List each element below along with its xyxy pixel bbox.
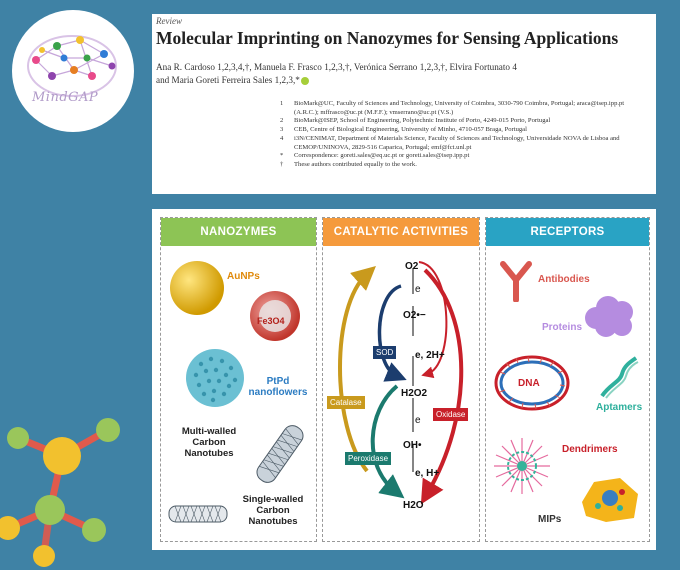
authors-line-1: Ana R. Cardoso 1,2,3,4,†, Manuela F. Fra…: [156, 62, 517, 72]
ptpd-label: PtPd nanoflowers: [248, 376, 308, 398]
oxidase-arrow: [420, 268, 464, 505]
correspondence: *Correspondence: goreti.sales@eq.uc.pt o…: [280, 152, 470, 160]
paper-title: Molecular Imprinting on Nanozymes for Se…: [156, 28, 619, 48]
brain-network-icon: [27, 35, 117, 97]
catalase-arrow: [338, 266, 376, 473]
dendrimer-icon: [494, 438, 550, 494]
electron-proton-label: e, H+: [415, 468, 440, 479]
receptors-column: RECEPTORS Antibodies Proteins: [485, 217, 650, 542]
single-walled-nanotube-icon: [168, 505, 228, 523]
sod-badge: SOD: [373, 346, 397, 359]
aptamers-label: Aptamers: [596, 402, 643, 413]
fe3o4-label: Fe3O4: [257, 316, 285, 326]
superoxide-label: O2•−: [403, 310, 426, 321]
molecule-decoration-icon: [0, 418, 120, 567]
antibody-icon: [500, 261, 532, 302]
mip-icon: [582, 478, 638, 522]
catalytic-activities-header: CATALYTIC ACTIVITIES: [323, 218, 479, 246]
ptpd-nanoflower-icon: [186, 349, 244, 407]
nanozymes-column: NANOZYMES AuNPs Fe3O4 PtPd nanoflowers M…: [160, 217, 317, 542]
logo-text: MindGAP: [32, 90, 99, 105]
dna-label: DNA: [518, 378, 540, 389]
h2o2-label: H2O2: [401, 388, 428, 399]
multi-walled-nanotube-icon: [256, 425, 304, 483]
nanozymes-header: NANOZYMES: [161, 218, 316, 246]
oxidase-badge: Oxidase: [433, 408, 469, 421]
h2o-label: H2O: [403, 500, 424, 511]
mips-label: MIPs: [538, 514, 562, 525]
electron-label: e: [415, 284, 421, 295]
proteins-label: Proteins: [542, 322, 583, 333]
antibodies-label: Antibodies: [538, 274, 590, 285]
dendrimers-label: Dendrimers: [562, 444, 618, 455]
hydroxyl-radical-label: OH•: [403, 440, 422, 451]
iron-oxide-nanoparticle-icon: [250, 291, 300, 341]
receptors-header: RECEPTORS: [486, 218, 649, 246]
author-list: Ana R. Cardoso 1,2,3,4,†, Manuela F. Fra…: [156, 61, 517, 87]
electron-proton-label: e, 2H+: [415, 350, 445, 361]
protein-icon: [585, 296, 633, 337]
graphical-abstract: NANOZYMES AuNPs Fe3O4 PtPd nanoflowers M…: [152, 209, 656, 550]
catalase-badge: Catalase: [327, 396, 365, 409]
peroxidase-arrow: [370, 384, 405, 499]
paper-header: Review Molecular Imprinting on Nanozymes…: [152, 14, 656, 194]
mindgap-logo: MindGAP: [12, 10, 134, 132]
o2-label: O2: [405, 261, 419, 272]
article-type: Review: [156, 16, 182, 26]
orcid-icon: [300, 76, 309, 85]
gold-nanoparticle-icon: [170, 261, 224, 315]
aunps-label: AuNPs: [227, 271, 260, 282]
peroxidase-badge: Peroxidase: [345, 452, 392, 465]
electron-label: e: [415, 415, 421, 426]
catalytic-activities-column: CATALYTIC ACTIVITIES O2 e O2•− e, 2H+ H2…: [322, 217, 480, 542]
mwcnt-label: Multi-walled Carbon Nanotubes: [181, 426, 237, 459]
swcnt-label: Single-walled Carbon Nanotubes: [242, 494, 304, 527]
dna-icon: [494, 355, 570, 411]
sod-arrow: [377, 284, 407, 382]
equal-contribution-note: †These authors contributed equally to th…: [280, 160, 417, 168]
aptamer-icon: [600, 356, 639, 399]
reaction-arrows: [338, 261, 464, 505]
authors-line-2: and Maria Goreti Ferreira Sales 1,2,3,*: [156, 75, 300, 85]
